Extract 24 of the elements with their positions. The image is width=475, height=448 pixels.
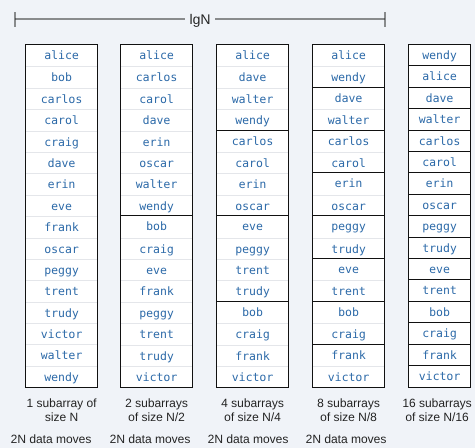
subarray-box [312,44,385,88]
array-entry: eve [121,258,192,280]
subarray-box [25,44,98,388]
subarray-box [216,44,289,132]
column-caption: 16 subarrays of size N/16 [401,396,473,424]
column-caption: 1 subarray of size N [26,396,98,424]
subarray-box [216,130,289,217]
subarray-box [312,300,385,346]
array-entry: victor [26,323,97,344]
array-entry: dave [26,152,97,174]
subarray-box [312,344,385,388]
array-entry: trent [217,258,288,280]
subarray-box [312,130,385,174]
array-entry: carol [217,152,288,174]
subarray-box [120,44,193,217]
array-entry: peggy [26,258,97,280]
subarray-box [312,215,385,260]
subarray-box [312,258,385,302]
array-entry: oscar [121,152,192,174]
subarray-box [120,215,193,388]
subarray-box [312,86,385,132]
subarray-box [216,215,289,302]
subarray-box [312,172,385,217]
subarray-box [216,300,289,388]
